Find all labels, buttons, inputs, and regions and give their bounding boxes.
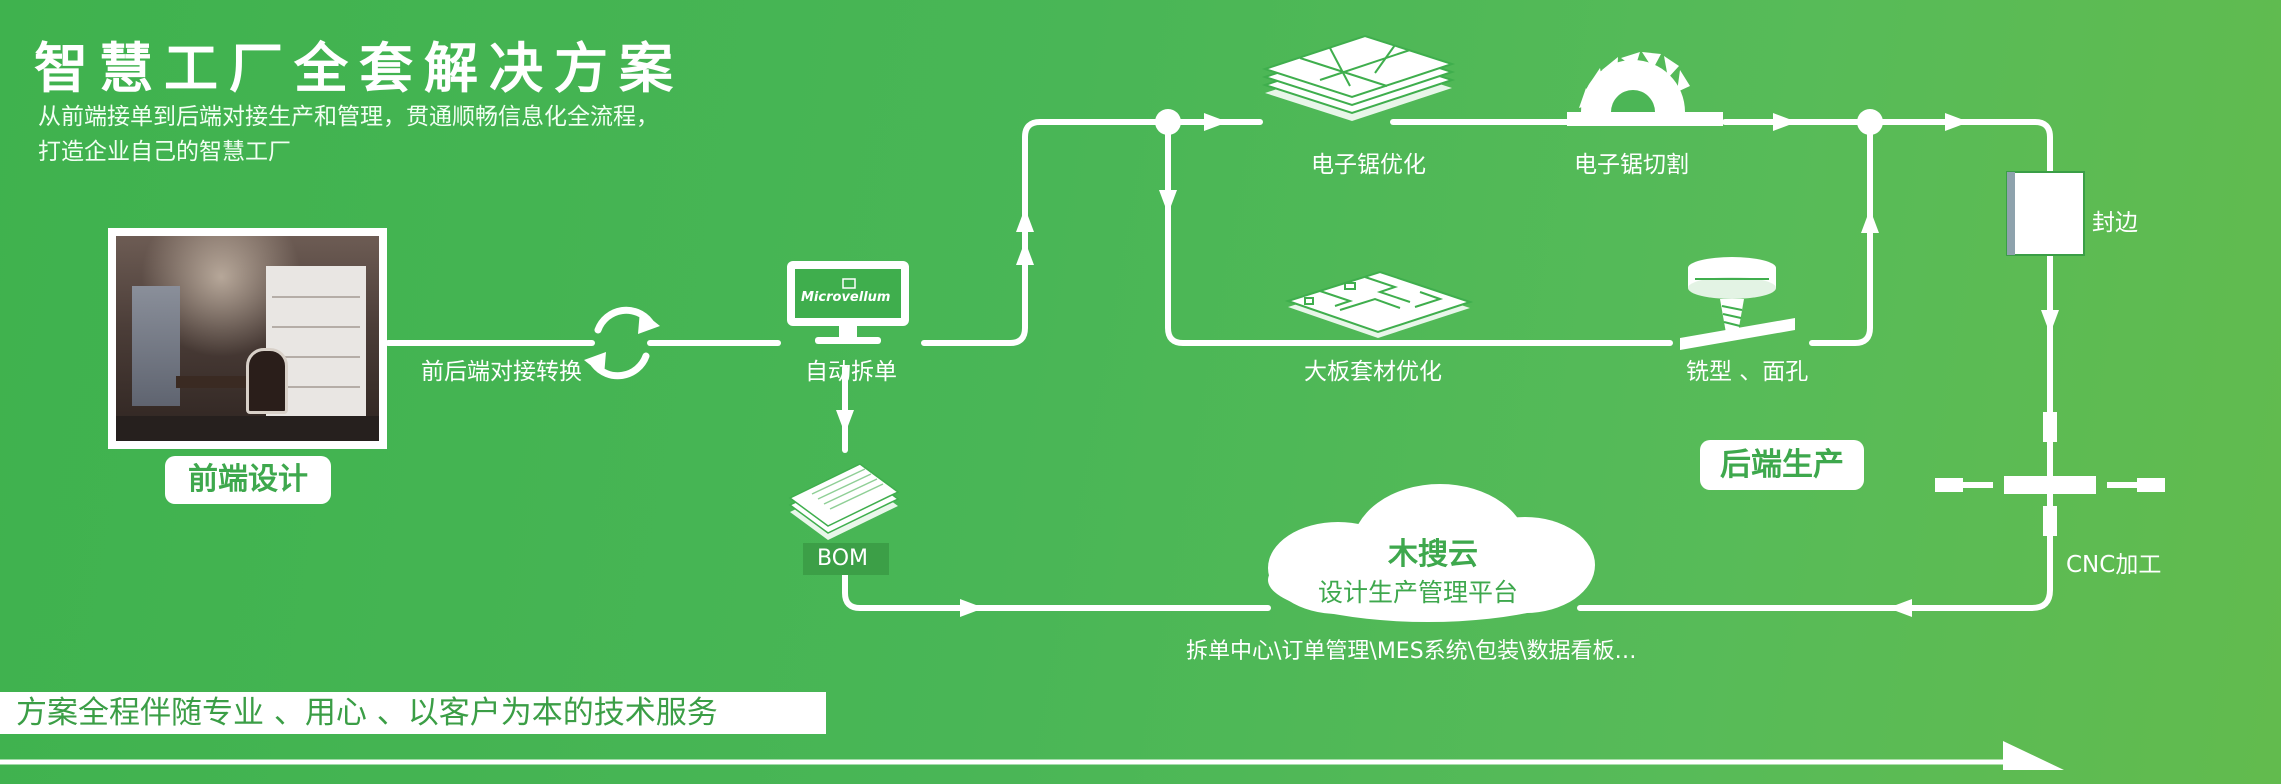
arrow-down-icon <box>2041 310 2059 334</box>
document-stack-icon <box>788 463 900 540</box>
milling-cutter-icon <box>1680 257 1795 350</box>
saw-cut-label: 电子锯切割 <box>1574 152 1689 178</box>
flow-line-cloud-bom <box>842 567 1271 611</box>
monitor-icon <box>787 261 909 344</box>
board-optimize-label: 大板套材优化 <box>1304 359 1442 385</box>
platform-modules-text: 拆单中心\订单管理\MES系统\包装\数据看板… <box>1186 639 1637 664</box>
arrow-up-icon <box>1016 241 1034 265</box>
backend-production-label: 后端生产 <box>1700 440 1864 490</box>
convert-label: 前后端对接转换 <box>421 359 582 385</box>
auto-split-label: 自动拆单 <box>805 359 897 385</box>
arrow-right-icon <box>1945 113 1969 131</box>
edge-banding-label: 封边 <box>2092 210 2138 236</box>
arrow-down-icon <box>836 410 854 434</box>
page-title: 智慧工厂全套解决方案 <box>34 37 684 100</box>
arrow-right-icon <box>1204 113 1228 131</box>
arrow-right-icon <box>1773 113 1797 131</box>
subtitle-line-2: 打造企业自己的智慧工厂 <box>38 139 291 165</box>
flow-line-milling-up <box>1809 119 1873 346</box>
cnc-label: CNC加工 <box>2066 552 2162 578</box>
cloud-subtitle: 设计生产管理平台 <box>1318 578 1519 607</box>
slogan-banner: 方案全程伴随专业 、用心 、以客户为本的技术服务 <box>0 692 826 734</box>
saw-blade-icon <box>1567 52 1723 126</box>
flow-line-board-branch <box>1165 119 1673 346</box>
milling-label: 铣型 、面孔 <box>1686 359 1809 385</box>
front-design-label: 前端设计 <box>165 456 331 504</box>
arrow-down-icon <box>1159 190 1177 214</box>
board-layout-icon <box>1284 270 1474 338</box>
bom-label: BOM <box>817 546 869 571</box>
timeline-arrow-icon <box>2003 741 2064 770</box>
cloud-shape <box>1268 484 1595 622</box>
flow-line-to-saw <box>921 119 1263 346</box>
monitor-brand-text: Microvellum <box>801 290 891 305</box>
flow-line-right-vertical <box>1722 119 2053 556</box>
arrow-right-icon <box>960 599 984 617</box>
arrow-up-icon <box>1016 208 1034 232</box>
interior-photo <box>108 228 387 449</box>
board-stack-icon <box>1261 34 1456 121</box>
arrow-up-icon <box>1861 209 1879 233</box>
flow-line-cnc-cloud <box>1577 535 2053 611</box>
junction-dot <box>1857 109 1883 135</box>
subtitle-line-1: 从前端接单到后端对接生产和管理，贯通顺畅信息化全流程， <box>38 104 659 130</box>
arrow-left-icon <box>1888 599 1912 617</box>
edge-banding-icon <box>2006 171 2085 256</box>
junction-dot <box>1155 109 1181 135</box>
cloud-title: 木搜云 <box>1388 537 1478 572</box>
saw-optimize-label: 电子锯优化 <box>1311 152 1426 178</box>
cnc-machine-icon <box>1935 412 2165 536</box>
bom-label-box <box>803 543 889 575</box>
page-subtitle: 从前端接单到后端对接生产和管理，贯通顺畅信息化全流程， 打造企业自己的智慧工厂 <box>38 100 659 170</box>
